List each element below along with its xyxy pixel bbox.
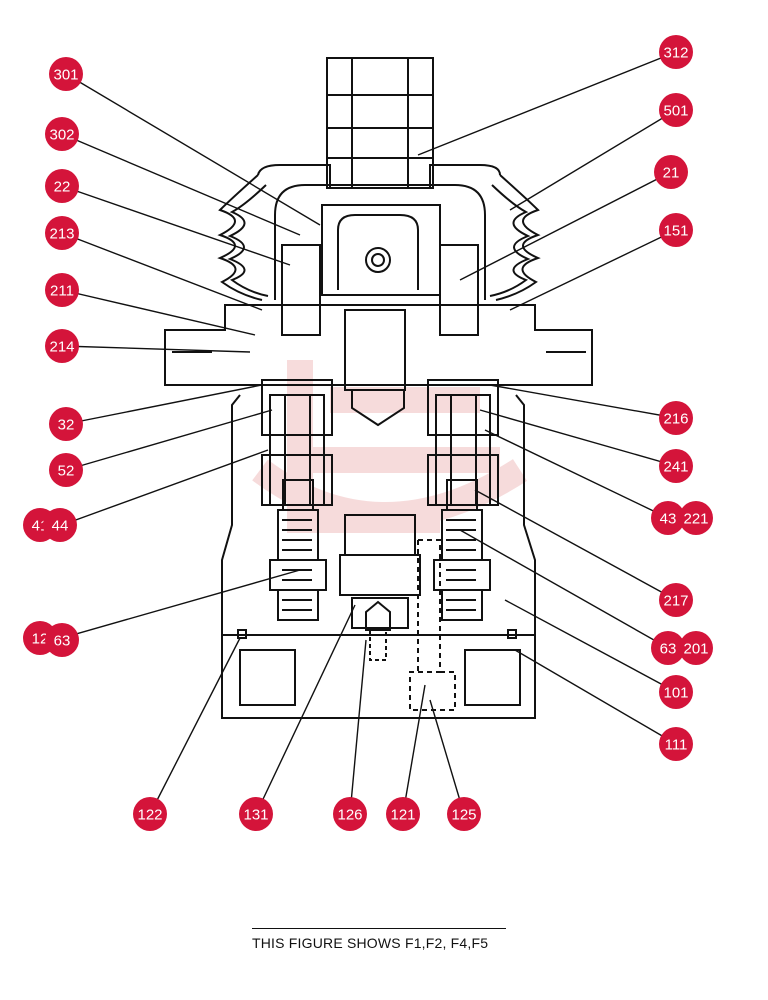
callout-label: 122: [137, 807, 162, 824]
callout-label: 312: [663, 45, 688, 62]
callout-badge: [386, 797, 420, 831]
callout-badge: [659, 401, 693, 435]
leader-lines: [61, 51, 677, 815]
callout-badge: [651, 631, 685, 665]
callout-badge: [49, 407, 83, 441]
callout-label: 121: [390, 807, 415, 824]
callout-badge: [45, 623, 79, 657]
callout-badge: [659, 35, 693, 69]
callout-44: 44: [43, 508, 77, 542]
callout-126: 126: [333, 797, 367, 831]
callout-241: 241: [659, 449, 693, 483]
callout-label: 241: [663, 459, 688, 476]
callout-badge: [659, 583, 693, 617]
callout-label: 201: [683, 641, 708, 658]
callout-label: 302: [49, 127, 74, 144]
callout-label: 216: [663, 411, 688, 428]
callout-label: 43: [660, 511, 677, 528]
callout-52: 52: [49, 453, 83, 487]
callout-badge: [659, 675, 693, 709]
callout-label: 126: [337, 807, 362, 824]
callout-125: 125: [447, 797, 481, 831]
callout-131: 131: [239, 797, 273, 831]
callout-216: 216: [659, 401, 693, 435]
callout-211: 211: [45, 273, 79, 307]
callout-label: 221: [683, 511, 708, 528]
callout-221: 221: [679, 501, 713, 535]
callout-label: 21: [663, 165, 680, 182]
callout-label: 217: [663, 593, 688, 610]
callout-badge: [133, 797, 167, 831]
callout-101: 101: [659, 675, 693, 709]
callout-501: 501: [659, 93, 693, 127]
callout-label: 214: [49, 339, 74, 356]
callout-label: 63: [660, 641, 677, 658]
callout-badge: [659, 449, 693, 483]
callout-213: 213: [45, 216, 79, 250]
callout-21: 21: [654, 155, 688, 189]
callout-badge: [45, 216, 79, 250]
callout-label: 131: [243, 807, 268, 824]
callout-label: 22: [54, 179, 71, 196]
callout-label: 12: [32, 631, 49, 648]
callout-badge: [659, 213, 693, 247]
callout-label: 211: [50, 283, 74, 300]
callout-badge: [45, 329, 79, 363]
callout-badge: [45, 169, 79, 203]
callout-label: 501: [663, 103, 688, 120]
callout-122: 122: [133, 797, 167, 831]
figure-caption: THIS FIGURE SHOWS F1,F2, F4,F5: [252, 935, 489, 951]
callout-121: 121: [386, 797, 420, 831]
callout-label: 32: [58, 417, 75, 434]
callout-151: 151: [659, 213, 693, 247]
callout-badge: [447, 797, 481, 831]
callout-badge: [239, 797, 273, 831]
callout-badge: [651, 501, 685, 535]
callout-301: 301: [49, 57, 83, 91]
callout-badge: [49, 453, 83, 487]
callout-111: 111: [659, 727, 693, 761]
callout-312: 312: [659, 35, 693, 69]
caption-underline: [252, 928, 506, 929]
callout-63: 63: [45, 623, 79, 657]
callout-label: 213: [49, 226, 74, 243]
callout-22: 22: [45, 169, 79, 203]
callout-214: 214: [45, 329, 79, 363]
callout-217: 217: [659, 583, 693, 617]
callout-label: 52: [58, 463, 75, 480]
callout-badge: [45, 273, 79, 307]
callout-badge: [49, 57, 83, 91]
callout-43: 43: [651, 501, 685, 535]
callout-badge: [679, 631, 713, 665]
callout-badge: [45, 117, 79, 151]
callout-badge: [679, 501, 713, 535]
assembly-drawing: [164, 57, 593, 719]
callout-label: 125: [451, 807, 476, 824]
callout-label: 63: [54, 633, 71, 650]
callout-302: 302: [45, 117, 79, 151]
callout-63: 63: [651, 631, 685, 665]
callout-label: 151: [663, 223, 688, 240]
callout-label: 301: [53, 67, 78, 84]
callout-badge: [333, 797, 367, 831]
callout-201: 201: [679, 631, 713, 665]
callout-badge: [659, 93, 693, 127]
callout-32: 32: [49, 407, 83, 441]
callout-badge: [659, 727, 693, 761]
callout-label: 111: [665, 737, 688, 754]
callout-label: 101: [663, 685, 688, 702]
callout-badge: [654, 155, 688, 189]
callout-label: 44: [52, 518, 69, 535]
callout-badge: [43, 508, 77, 542]
